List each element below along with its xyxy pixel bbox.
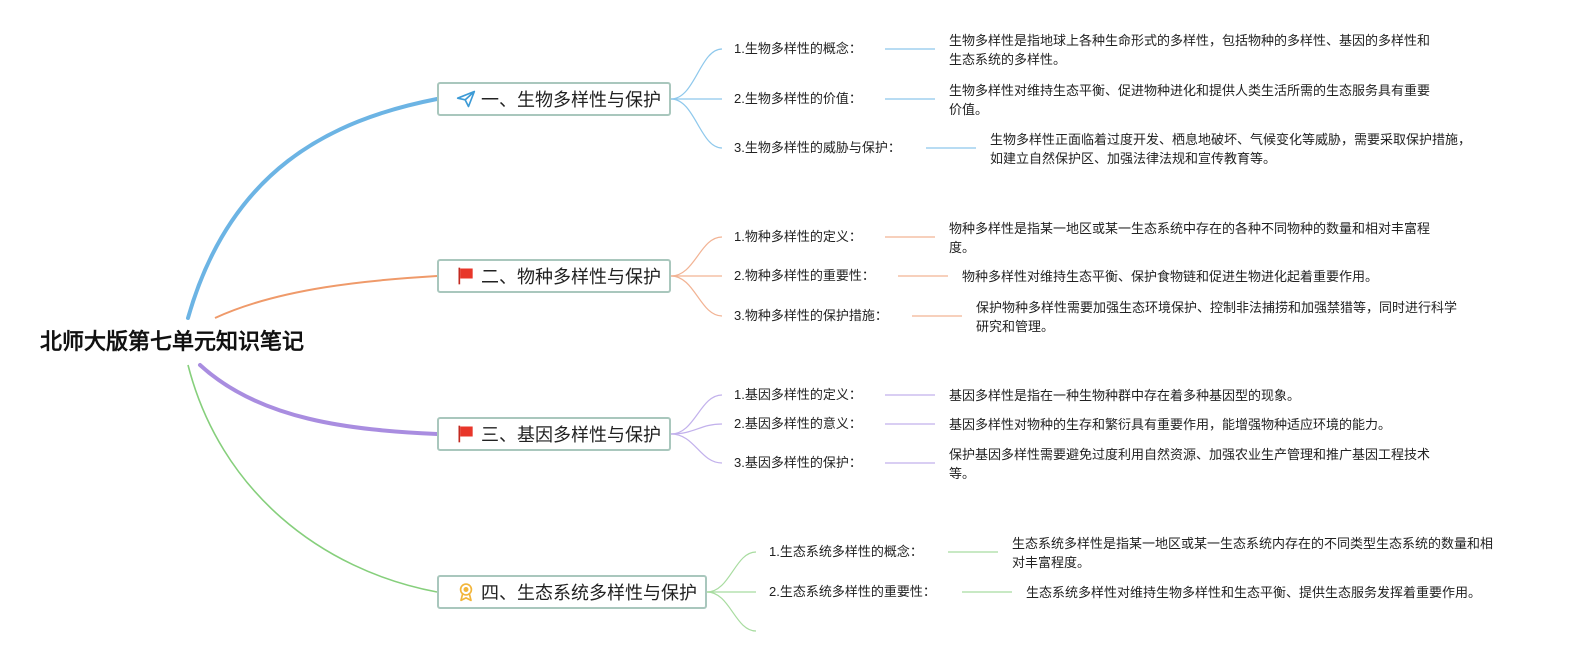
description-2-1: 物种多样性是指某一地区或某一生态系统中存在的各种不同物种的数量和相对丰富程度。	[949, 221, 1431, 255]
branch-title: 四、生态系统多样性与保护	[481, 583, 697, 603]
branch-topic-3[interactable]: 三、基因多样性与保护	[437, 417, 671, 451]
subtopic-4-1[interactable]: 1.生态系统多样性的概念：	[769, 544, 923, 559]
red-flag-icon	[455, 265, 477, 287]
subtopic-4-2[interactable]: 2.生态系统多样性的重要性：	[769, 584, 936, 599]
subtopic-3-1[interactable]: 1.基因多样性的定义：	[734, 387, 862, 402]
description-3-3: 保护基因多样性需要避免过度利用自然资源、加强农业生产管理和推广基因工程技术等。	[949, 447, 1431, 481]
branch-title: 二、物种多样性与保护	[481, 267, 661, 287]
subtopic-1-2[interactable]: 2.生物多样性的价值：	[734, 91, 862, 106]
branch-topic-2[interactable]: 二、物种多样性与保护	[437, 259, 671, 293]
description-2-3: 保护物种多样性需要加强生态环境保护、控制非法捕捞和加强禁猎等，同时进行科学研究和…	[976, 300, 1458, 334]
root-connector-2	[214, 275, 438, 319]
description-1-1: 生物多样性是指地球上各种生命形式的多样性，包括物种的多样性、基因的多样性和生态系…	[949, 33, 1431, 67]
subtopic-2-3[interactable]: 3.物种多样性的保护措施：	[734, 308, 888, 323]
description-2-2: 物种多样性对维持生态平衡、保护食物链和促进生物进化起着重要作用。	[962, 269, 1379, 284]
description-3-1: 基因多样性是指在一种生物种群中存在着多种基因型的现象。	[949, 388, 1301, 403]
branch-title: 三、基因多样性与保护	[481, 425, 661, 445]
description-4-2: 生态系统多样性对维持生物多样性和生态平衡、提供生态服务发挥着重要作用。	[1026, 585, 1482, 600]
branch-title: 一、生物多样性与保护	[481, 90, 661, 110]
subtopic-2-1[interactable]: 1.物种多样性的定义：	[734, 229, 862, 244]
subtopic-3-2[interactable]: 2.基因多样性的意义：	[734, 416, 862, 431]
award-badge-icon	[455, 581, 477, 603]
description-1-2: 生物多样性对维持生态平衡、促进物种进化和提供人类生活所需的生态服务具有重要价值。	[949, 83, 1431, 117]
subtopic-1-1[interactable]: 1.生物多样性的概念：	[734, 41, 862, 56]
branch-topic-1[interactable]: 一、生物多样性与保护	[437, 82, 671, 116]
root-connector-4	[187, 364, 438, 593]
paper-plane-icon	[455, 88, 477, 110]
root-connector-3	[198, 363, 439, 436]
branch-2-connectors	[670, 236, 962, 317]
root-connector-1	[186, 97, 439, 320]
description-4-1: 生态系统多样性是指某一地区或某一生态系统内存在的不同类型生态系统的数量和相对丰富…	[1012, 536, 1494, 570]
description-1-3: 生物多样性正面临着过度开发、栖息地破坏、气候变化等威胁，需要采取保护措施，如建立…	[990, 132, 1472, 166]
branch-topic-4[interactable]: 四、生态系统多样性与保护	[437, 575, 707, 609]
subtopic-2-2[interactable]: 2.物种多样性的重要性：	[734, 268, 875, 283]
root-topic[interactable]: 北师大版第七单元知识笔记	[40, 329, 305, 354]
branch-4-connectors	[706, 551, 1012, 632]
subtopic-1-3[interactable]: 3.生物多样性的威胁与保护：	[734, 140, 901, 155]
description-3-2: 基因多样性对物种的生存和繁衍具有重要作用，能增强物种适应环境的能力。	[949, 417, 1392, 432]
subtopic-3-3[interactable]: 3.基因多样性的保护：	[734, 455, 862, 470]
red-flag-icon	[455, 423, 477, 445]
branch-3-connectors	[670, 394, 935, 464]
branch-1-connectors	[670, 48, 976, 149]
